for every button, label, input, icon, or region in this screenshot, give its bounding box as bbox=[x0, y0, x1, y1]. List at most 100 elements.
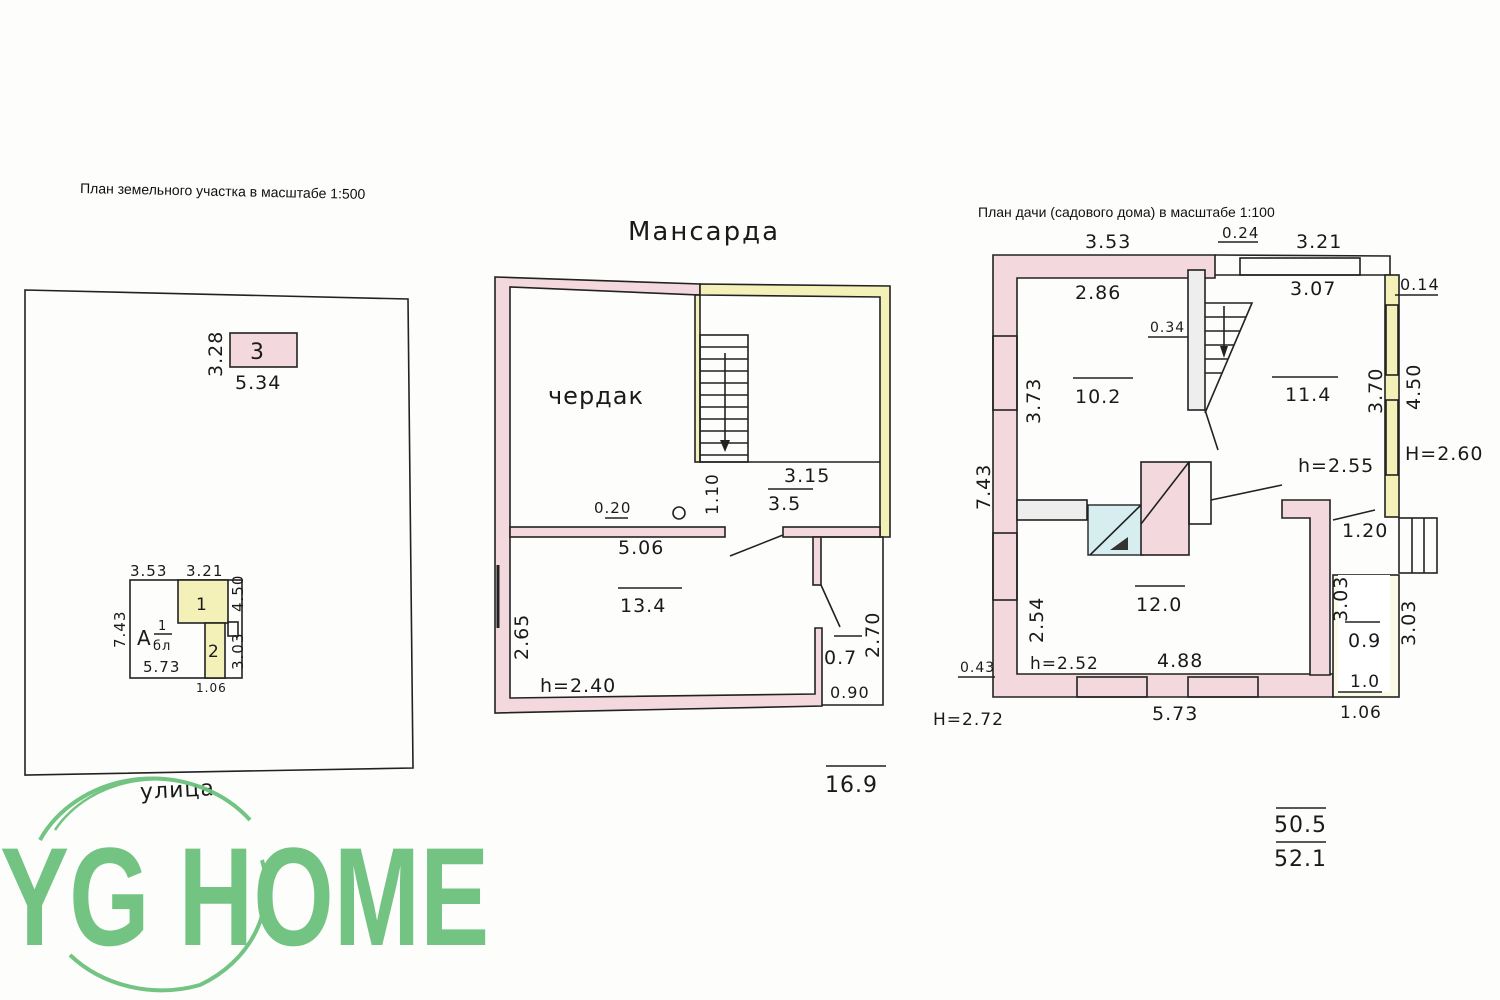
house-frac-top: 1 bbox=[158, 619, 167, 634]
window bbox=[992, 532, 1018, 601]
dim-0-90: 0.90 bbox=[830, 683, 870, 702]
arrow-down-icon bbox=[720, 440, 730, 452]
dim-3-07: 3.07 bbox=[1290, 278, 1336, 300]
site-plan-title: План земельного участка в масштабе 1:500 bbox=[80, 180, 366, 202]
dim-2-54: 2.54 bbox=[1026, 597, 1048, 643]
dim-3-70: 3.70 bbox=[1365, 368, 1387, 414]
window bbox=[1187, 676, 1259, 698]
door-swing bbox=[820, 584, 841, 628]
house-dim-right-upper: 4.50 bbox=[229, 575, 247, 612]
attic-plan: Мансарда чердак 0.20 5.06 1.10 3.15 3.5 … bbox=[494, 217, 891, 798]
area-12-0: 12.0 bbox=[1136, 594, 1182, 616]
stair-steps bbox=[1205, 316, 1247, 374]
dim-3-03-inner: 3.03 bbox=[1330, 576, 1352, 622]
height-2-72: H=2.72 bbox=[933, 710, 1004, 730]
partition-wall bbox=[1016, 499, 1088, 521]
dim-3-15: 3.15 bbox=[784, 465, 830, 487]
dim-3-73: 3.73 bbox=[1023, 378, 1045, 424]
area-3-5: 3.5 bbox=[768, 493, 801, 515]
shed-label: 3 bbox=[250, 340, 265, 365]
dim-1-10: 1.10 bbox=[703, 473, 723, 515]
house-dim-top-right: 3.21 bbox=[186, 562, 223, 580]
dim-0-24: 0.24 bbox=[1222, 224, 1259, 242]
area-13-4: 13.4 bbox=[620, 595, 666, 617]
house-porch bbox=[227, 621, 239, 637]
dim-7-43: 7.43 bbox=[973, 464, 995, 510]
dim-1-06: 1.06 bbox=[1340, 703, 1382, 723]
partition-wall bbox=[1281, 499, 1331, 676]
house-stairs bbox=[1204, 302, 1254, 414]
stair-steps bbox=[700, 346, 748, 456]
dim-2-86: 2.86 bbox=[1075, 282, 1121, 304]
dim-2-70: 2.70 bbox=[862, 612, 884, 658]
chimney-icon bbox=[672, 506, 686, 520]
total-area-overall: 52.1 bbox=[1274, 847, 1327, 872]
window bbox=[1076, 676, 1148, 698]
window bbox=[992, 335, 1018, 411]
height-2-52: h=2.52 bbox=[1030, 654, 1099, 674]
house-dim-top-left: 3.53 bbox=[130, 562, 167, 580]
attic-title: Мансарда bbox=[628, 217, 780, 247]
house-letter: А bbox=[137, 626, 152, 650]
dim-4-88: 4.88 bbox=[1157, 650, 1203, 672]
partition-wall bbox=[1187, 269, 1206, 411]
attic-partition-wall-right bbox=[782, 526, 881, 538]
window bbox=[1239, 257, 1361, 276]
house-right-wall bbox=[1384, 274, 1400, 518]
plot-boundary bbox=[24, 289, 414, 776]
dim-0-14: 0.14 bbox=[1400, 275, 1440, 294]
dim-3-03-outer: 3.03 bbox=[1398, 600, 1420, 646]
house-plan: План дачи (садового дома) в масштабе 1:1… bbox=[933, 204, 1484, 872]
dim-2-65: 2.65 bbox=[511, 614, 533, 660]
dim-1-20: 1.20 bbox=[1342, 520, 1388, 542]
attic-room-label: чердак bbox=[548, 382, 644, 410]
dim-0-34: 0.34 bbox=[1150, 320, 1185, 336]
house-plan-title: План дачи (садового дома) в масштабе 1:1… bbox=[978, 204, 1275, 220]
room-2-label: 2 bbox=[208, 642, 220, 662]
area-0-7: 0.7 bbox=[824, 647, 857, 669]
height-2-55: h=2.55 bbox=[1298, 455, 1374, 477]
attic-total-area: 16.9 bbox=[825, 773, 878, 798]
dim-4-50: 4.50 bbox=[1403, 364, 1425, 410]
dim-0-20: 0.20 bbox=[594, 499, 631, 517]
dim-3-21: 3.21 bbox=[1296, 231, 1342, 253]
shed-height: 3.28 bbox=[205, 331, 227, 377]
house-dim-left: 7.43 bbox=[111, 611, 129, 648]
stove-door bbox=[1110, 537, 1128, 550]
watermark-text: YG HOME bbox=[0, 820, 489, 976]
dim-1-0: 1.0 bbox=[1350, 672, 1380, 692]
shed-building bbox=[229, 332, 298, 368]
shed-width: 5.34 bbox=[235, 372, 281, 394]
house-dim-right-lower: 3.03 bbox=[229, 633, 247, 670]
house-room-2 bbox=[204, 622, 226, 679]
window bbox=[1385, 304, 1399, 376]
attic-partition-wall bbox=[509, 526, 726, 538]
site-plan: План земельного участка в масштабе 1:500… bbox=[24, 180, 414, 805]
watermark-logo: YG HOME bbox=[0, 776, 489, 993]
house-room-1 bbox=[177, 579, 229, 624]
attic-side-area bbox=[822, 536, 884, 706]
house-frac-bottom: бл bbox=[153, 639, 171, 654]
chimney bbox=[1140, 461, 1190, 556]
total-area-living: 50.5 bbox=[1274, 813, 1327, 838]
chimney-side bbox=[1188, 461, 1212, 525]
door-swing bbox=[729, 534, 784, 557]
room-1-label: 1 bbox=[196, 595, 208, 615]
area-11-4: 11.4 bbox=[1285, 384, 1331, 406]
height-2-60: H=2.60 bbox=[1405, 443, 1484, 465]
window bbox=[1385, 399, 1399, 476]
house-dim-bottom-right: 1.06 bbox=[196, 681, 227, 695]
dim-3-53: 3.53 bbox=[1085, 231, 1131, 253]
height-2-40: h=2.40 bbox=[540, 675, 616, 697]
house-dim-bottom: 5.73 bbox=[143, 658, 180, 676]
area-10-2: 10.2 bbox=[1075, 386, 1121, 408]
area-0-9: 0.9 bbox=[1348, 630, 1381, 652]
dim-5-73: 5.73 bbox=[1152, 703, 1198, 725]
porch-steps bbox=[1398, 517, 1438, 574]
dim-0-43: 0.43 bbox=[960, 660, 995, 676]
attic-small-wall bbox=[812, 536, 822, 586]
arrow-down-icon bbox=[1220, 346, 1228, 358]
dim-5-06: 5.06 bbox=[618, 537, 664, 559]
